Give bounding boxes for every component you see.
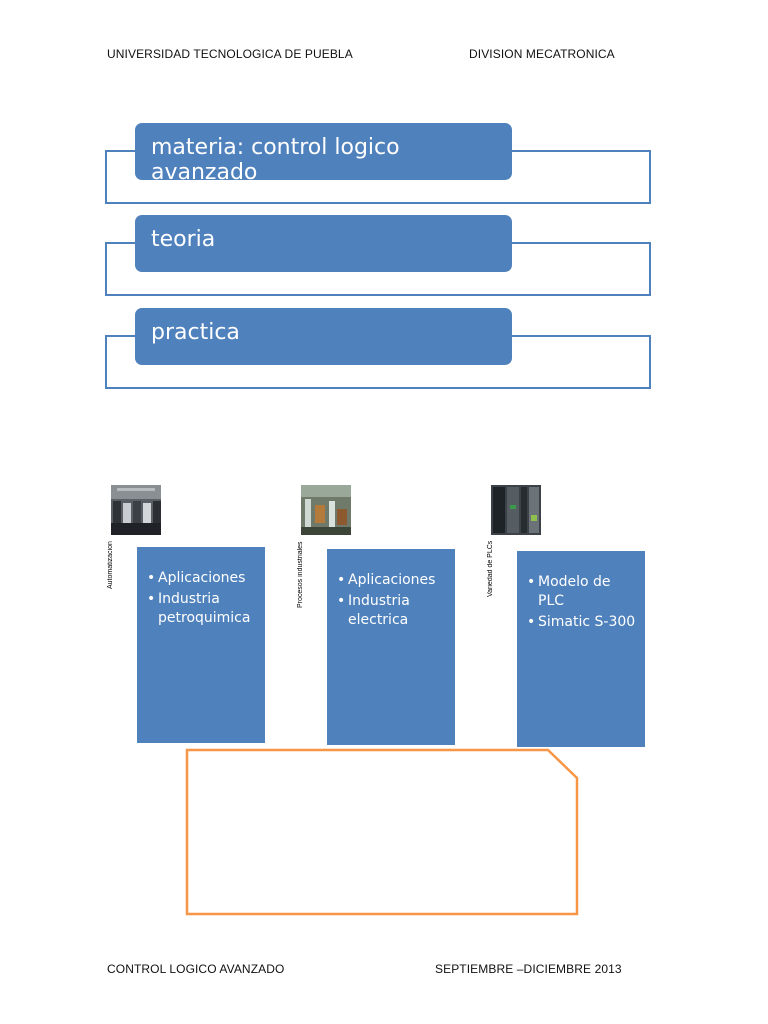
column-variedad-plcs: Variedad de PLCs Modelo de PLC Simatic S… (487, 485, 671, 747)
picture-label: Variedad de PLCs (487, 541, 494, 598)
industrial-plant-photo (301, 485, 351, 535)
picture-label: Procesos industriales (297, 541, 304, 608)
bullet-item: Industria electrica (337, 592, 447, 630)
list-item-teoria: teoria (105, 215, 651, 296)
list-item-practica: practica (105, 308, 651, 389)
footer-right: SEPTIEMBRE –DICIEMBRE 2013 (435, 962, 622, 976)
bullet-item: Industria petroquimica (147, 590, 257, 628)
bracket-frame (105, 242, 651, 296)
footer-left: CONTROL LOGICO AVANZADO (107, 962, 285, 976)
column-automatizacion: Automatizacion Aplicaciones Industria pe… (107, 485, 291, 747)
bullet-item: Modelo de PLC (527, 573, 637, 611)
header-left: UNIVERSIDAD TECNOLOGICA DE PUEBLA (107, 47, 353, 61)
bullet-card: Aplicaciones Industria electrica (327, 549, 455, 745)
bullet-item: Aplicaciones (337, 571, 447, 590)
header-right: DIVISION MECATRONICA (469, 47, 615, 61)
factory-machines-photo (111, 485, 161, 535)
list-item-label: materia: control logico avanzado (135, 123, 512, 185)
bullet-item: Aplicaciones (147, 569, 257, 588)
column-procesos-industriales: Procesos industriales Aplicaciones Indus… (297, 485, 481, 747)
bracket-frame (105, 335, 651, 389)
list-item-label: teoria (135, 215, 512, 272)
plc-cabinet-photo (491, 485, 541, 535)
bracket-frame (105, 150, 651, 204)
bullet-card: Aplicaciones Industria petroquimica (137, 547, 265, 743)
list-item-label: practica (135, 308, 512, 365)
bullet-item: Simatic S-300 (527, 613, 637, 632)
list-item-materia: materia: control logico avanzado (105, 123, 651, 204)
bullet-card: Modelo de PLC Simatic S-300 (517, 551, 645, 747)
picture-label: Automatizacion (107, 541, 114, 589)
orange-snip-rectangle (185, 746, 581, 918)
